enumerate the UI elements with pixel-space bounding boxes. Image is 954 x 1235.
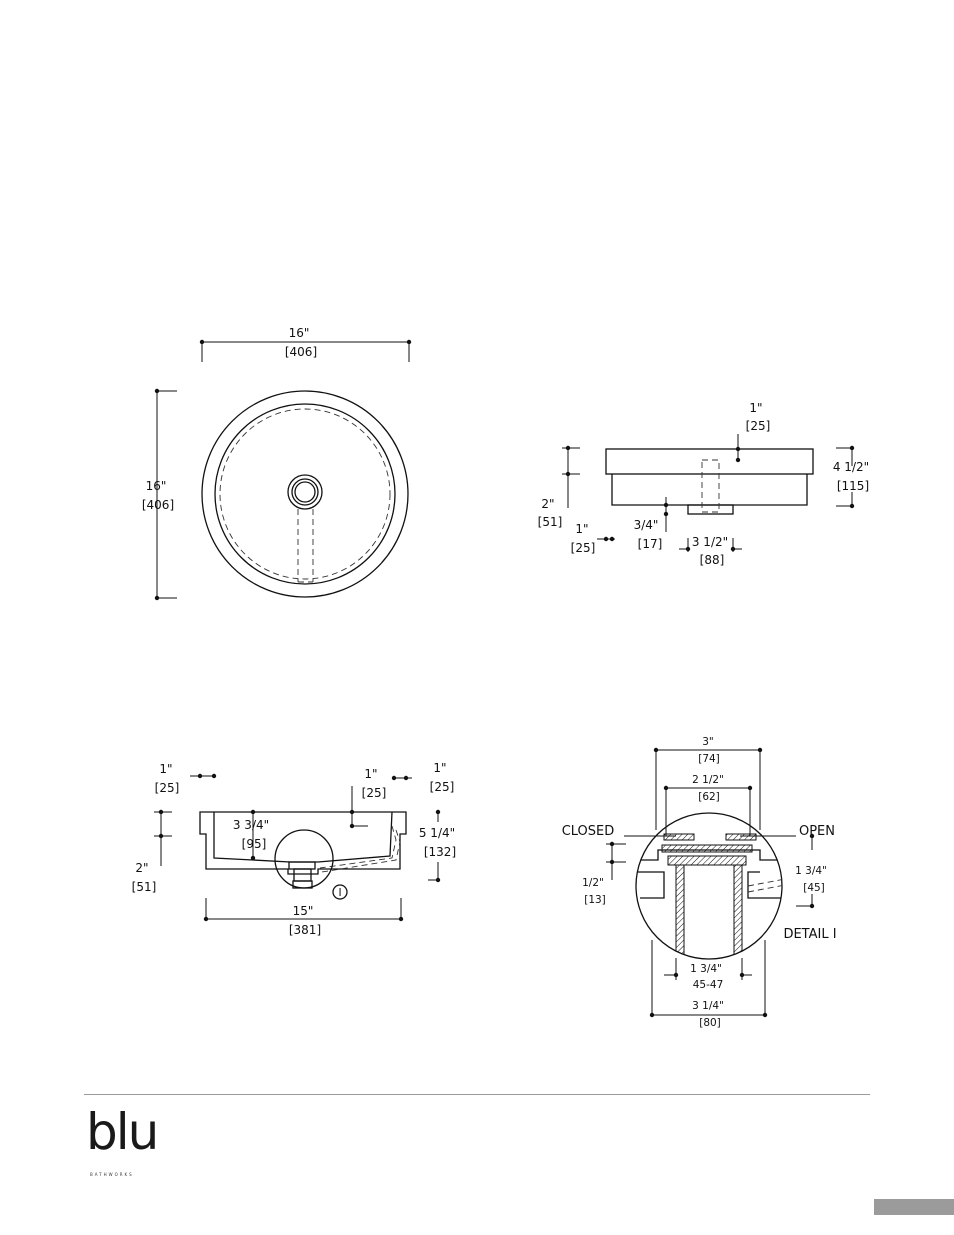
side-offset-in: 1" xyxy=(575,522,588,536)
brand-logo: blu BATHWORKS xyxy=(86,1103,166,1182)
section-height-in: 5 1/4" xyxy=(419,826,455,840)
section-left-in: 1" xyxy=(159,762,172,776)
detail-open-label: OPEN xyxy=(799,824,835,839)
detail-height-in: 1 3/4" xyxy=(795,865,827,877)
side-offset-mm: [25] xyxy=(571,541,596,555)
section-lower-in: 2" xyxy=(135,861,148,875)
side-drain-mm: [88] xyxy=(700,553,725,567)
detail-pipe-mm: 45-47 xyxy=(693,979,724,991)
page-tab-marker xyxy=(874,1199,954,1215)
detail-inner-mm: [62] xyxy=(698,791,720,803)
detail-circle xyxy=(635,812,783,960)
footer-divider xyxy=(84,1094,870,1095)
detail-flange-in: 1/2" xyxy=(582,877,604,889)
top-width-mm: [406] xyxy=(285,345,317,359)
section-detail-marker: I xyxy=(338,887,341,899)
section-rim-mm: [25] xyxy=(362,786,387,800)
top-view: 16" [406] 16" [406] xyxy=(142,326,412,601)
section-width-mm: [381] xyxy=(289,923,321,937)
detail-top-in: 3" xyxy=(702,736,714,748)
detail-top-mm: [74] xyxy=(698,753,720,765)
side-height-mm: [115] xyxy=(837,479,869,493)
basin-outer-rim xyxy=(201,390,409,598)
top-height-in: 16" xyxy=(146,479,167,493)
side-lower-in: 2" xyxy=(541,497,554,511)
detail-label: DETAIL I xyxy=(783,927,836,942)
side-rim-mm: [25] xyxy=(746,419,771,433)
section-right-mm: [25] xyxy=(430,780,455,794)
side-drain-in: 3 1/2" xyxy=(692,535,728,549)
section-rim-in: 1" xyxy=(364,767,377,781)
detail-pipe-in: 1 3/4" xyxy=(690,963,722,975)
side-rim xyxy=(605,448,814,475)
detail-closed-label: CLOSED xyxy=(562,824,615,839)
side-rim-in: 1" xyxy=(749,401,762,415)
detail-outer-in: 3 1/4" xyxy=(692,1000,724,1012)
detail-callout-circle xyxy=(274,829,334,889)
section-height-mm: [132] xyxy=(424,845,456,859)
detail-view: 3" [74] 2 1/2" [62] CLOSED OPEN xyxy=(562,736,837,1029)
side-step-mm: [17] xyxy=(638,537,663,551)
brand-logo-subtitle: BATHWORKS xyxy=(90,1172,134,1177)
side-lower-mm: [51] xyxy=(538,515,563,529)
section-left-mm: [25] xyxy=(155,781,180,795)
side-height-in: 4 1/2" xyxy=(833,460,869,474)
detail-outer-mm: [80] xyxy=(699,1017,721,1029)
brand-logo-word: blu xyxy=(86,1103,159,1161)
section-outline xyxy=(199,811,407,875)
section-right-in: 1" xyxy=(433,761,446,775)
section-depth-in: 3 3/4" xyxy=(233,818,269,832)
drain-outer xyxy=(287,474,323,510)
section-view: I 1" [25] 1" [25] 1" [25] 3 3/4" [95] 5 … xyxy=(132,761,456,937)
detail-height-mm: [45] xyxy=(803,882,825,894)
section-lower-mm: [51] xyxy=(132,880,157,894)
top-height-mm: [406] xyxy=(142,498,174,512)
section-width-in: 15" xyxy=(293,904,314,918)
basin-inner-rim xyxy=(214,403,396,585)
side-view: 1" [25] 4 1/2" [115] 2" [51] 1" [25] 3/4… xyxy=(538,401,869,567)
section-depth-mm: [95] xyxy=(242,837,267,851)
side-step-in: 3/4" xyxy=(634,518,659,532)
detail-flange-mm: [13] xyxy=(584,894,606,906)
detail-inner-in: 2 1/2" xyxy=(692,774,724,786)
top-width-in: 16" xyxy=(289,326,310,340)
